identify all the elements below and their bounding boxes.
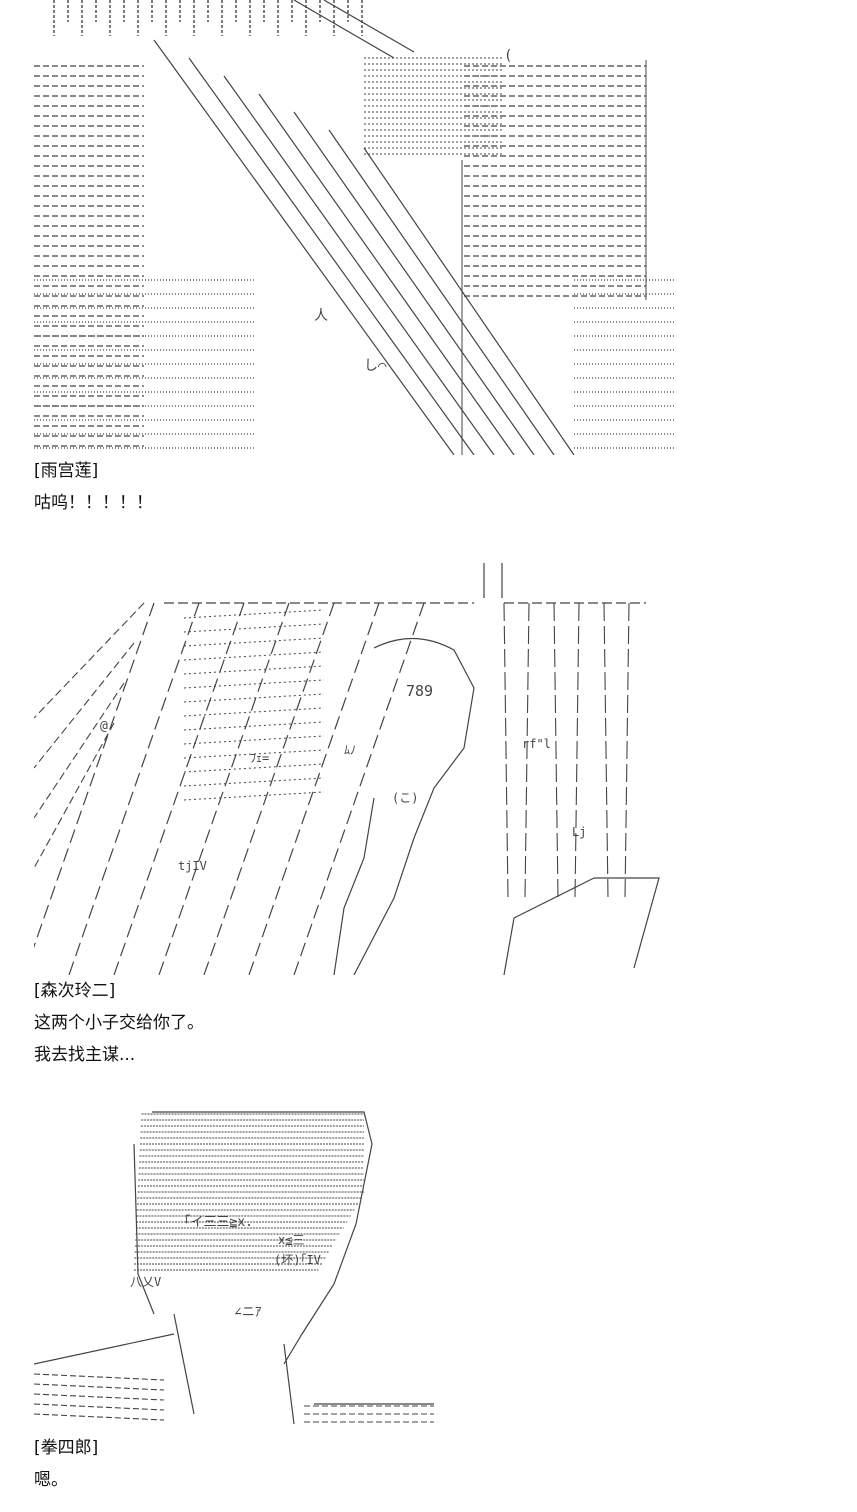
art-figure-outline [133, 1111, 373, 1365]
art-stroke [34, 1393, 165, 1401]
art-stroke [34, 602, 155, 949]
art-stroke [153, 39, 455, 455]
art-stroke [34, 682, 125, 819]
art-stroke [363, 147, 575, 455]
art-stroke [183, 609, 325, 619]
art-stroke [34, 602, 145, 719]
art-stroke [524, 602, 530, 899]
art-stroke [34, 1333, 175, 1365]
art-glyph: 人 [314, 308, 328, 324]
art-stroke [183, 707, 325, 717]
art-stroke [553, 602, 559, 899]
art-stroke [183, 721, 325, 731]
art-figure-outline [333, 637, 475, 975]
art-glyph: Lj [572, 825, 586, 839]
art-glyph: tjIV [178, 859, 207, 873]
art-glyph: ﾌｪ= [250, 751, 269, 765]
art-glyph: (こ) [392, 791, 418, 805]
art-stroke [34, 1403, 165, 1411]
ascii-art-panel-2-drawing: 789 @ ﾑﾉ rf"lLj tjIV ﾌｪ= (こ) [34, 563, 660, 975]
ascii-art-panel-3: ｢イ三三≧x. x≦三 (坏)｢IV ∠ニｱ 八乂V [34, 1104, 444, 1428]
art-stroke [183, 623, 325, 633]
art-glyph: x≦三 [278, 1233, 304, 1247]
art-stroke [34, 1373, 165, 1381]
art-stroke [34, 722, 115, 869]
art-stroke [188, 57, 475, 455]
art-stroke [183, 763, 325, 773]
art-glyph: 789 [406, 682, 433, 700]
art-stroke [574, 602, 580, 899]
art-stroke [34, 1413, 165, 1421]
dialogue-line: 嗯。 [34, 1470, 68, 1490]
art-glyph: 八乂V [130, 1275, 161, 1289]
art-stroke [173, 1313, 195, 1415]
art-stroke [158, 602, 290, 975]
dialogue-line: 我去找主谋... [34, 1045, 136, 1065]
art-glyph: し⌒ [364, 358, 387, 374]
art-stroke [293, 111, 535, 455]
art-stroke [68, 602, 200, 975]
art-stroke [34, 642, 135, 769]
art-glyph: ﾑﾉ [344, 743, 356, 757]
art-stroke [183, 791, 325, 801]
art-stroke [624, 602, 630, 899]
art-glyph: ｢イ三三≧x. [184, 1215, 253, 1230]
art-stroke [503, 602, 509, 899]
art-stroke [113, 602, 245, 975]
art-stroke [603, 602, 609, 899]
art-stroke [328, 129, 555, 455]
art-glyph: ∠ニｱ [234, 1305, 262, 1320]
art-stroke [183, 679, 325, 689]
ascii-art-panel-1-drawing: 人し⌒ ( [34, 0, 674, 455]
ascii-art-panel-3-drawing: ｢イ三三≧x. x≦三 (坏)｢IV ∠ニｱ 八乂V [34, 1111, 434, 1425]
art-stroke [203, 602, 335, 975]
art-stroke [183, 693, 325, 703]
art-stroke [183, 749, 325, 759]
art-stroke [248, 602, 380, 975]
art-stroke [293, 602, 425, 975]
art-glyph: (坏)｢IV [274, 1253, 321, 1267]
speaker-label: [森次玲二] [34, 981, 116, 1001]
art-stroke [183, 665, 325, 675]
art-stroke [283, 1343, 295, 1425]
art-stroke [34, 1383, 165, 1391]
ascii-art-panel-1: 人し⌒ ( [34, 0, 676, 455]
art-stroke [183, 651, 325, 661]
art-stroke [223, 75, 495, 455]
speaker-label: [雨宫莲] [34, 461, 99, 481]
art-stroke [183, 637, 325, 647]
art-glyph: rf"l [522, 737, 551, 751]
art-figure-outline [503, 877, 660, 975]
art-stroke [183, 735, 325, 745]
art-stroke [183, 777, 325, 787]
art-stroke [258, 93, 515, 455]
dialogue-line: 咕呜！！！！！ [34, 493, 153, 513]
speaker-label: [拳四郎] [34, 1438, 99, 1458]
dialogue-line: 这两个小子交给你了。 [34, 1013, 204, 1033]
art-stroke [293, 0, 395, 59]
art-glyph: ( [504, 48, 512, 64]
art-stroke [323, 0, 415, 53]
art-glyph: @ [100, 719, 108, 734]
